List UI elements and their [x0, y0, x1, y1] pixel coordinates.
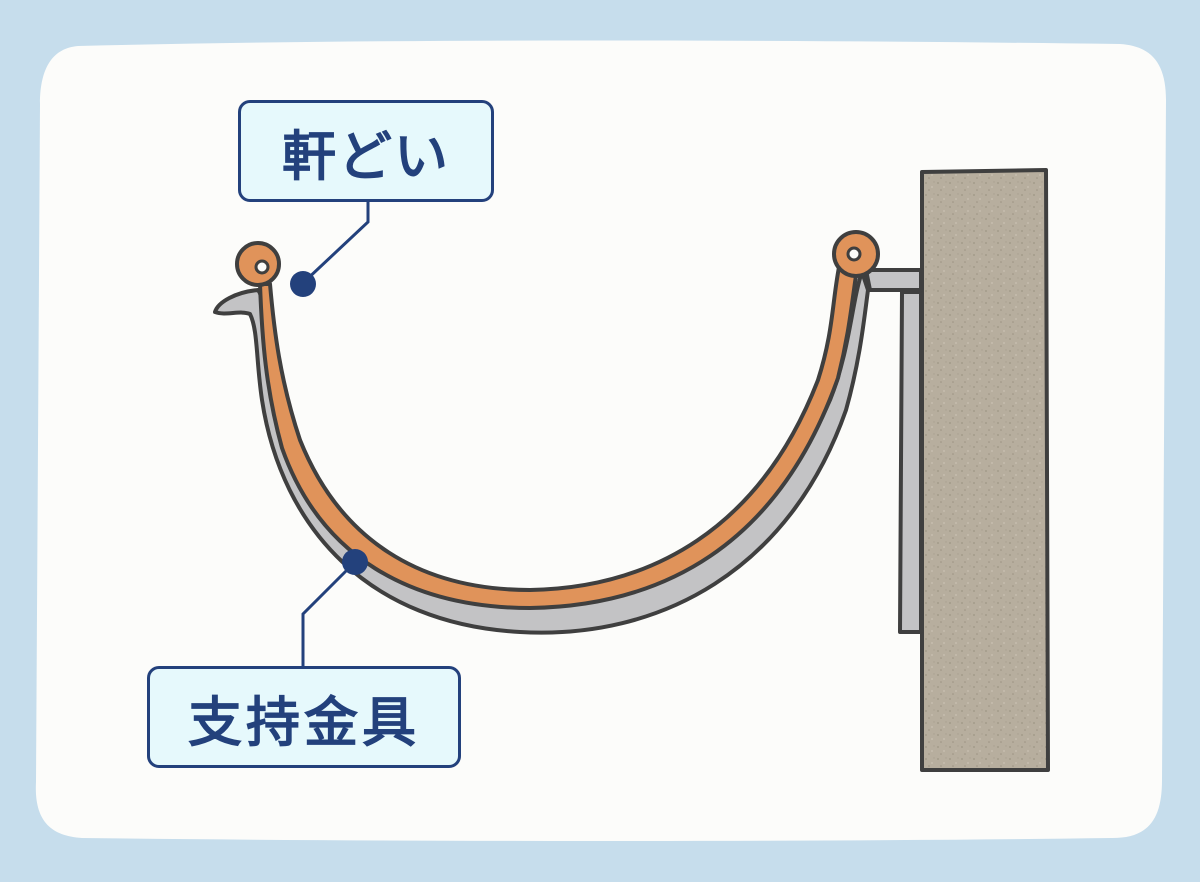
bracket-arm: [864, 268, 923, 292]
gutter-leader-dot: [290, 271, 316, 297]
gutter-left-lip-hole: [254, 259, 270, 275]
wall: [920, 168, 1050, 772]
gutter-label: 軒どい: [238, 100, 494, 202]
bracket-leader-line: [301, 560, 357, 666]
bracket-wall-plate: [898, 290, 923, 634]
gutter-leader-line: [301, 202, 370, 285]
bracket-label: 支持金具: [147, 666, 461, 768]
gutter-right-lip-hole: [846, 246, 862, 262]
bracket-leader-dot: [342, 549, 368, 575]
background-panel: [35, 40, 1166, 841]
